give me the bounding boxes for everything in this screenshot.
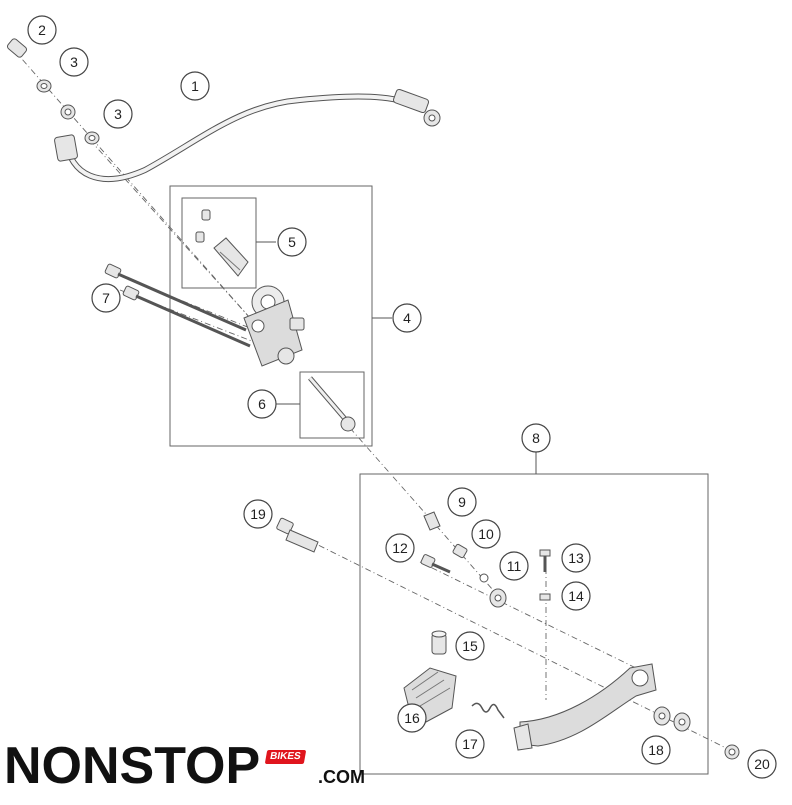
callout-10: 10 (471, 519, 501, 549)
callout-17: 17 (455, 729, 485, 759)
callout-number: 19 (250, 506, 266, 522)
callout-number: 9 (458, 494, 466, 510)
callout-number: 20 (754, 756, 770, 772)
callout-7: 7 (91, 283, 121, 313)
callout-18: 18 (641, 735, 671, 765)
callout-number: 1 (191, 78, 199, 94)
callout-number: 5 (288, 234, 296, 250)
callout-4: 4 (392, 303, 422, 333)
callout-circle (521, 423, 551, 453)
repair-kit-parts (195, 209, 249, 277)
callout-13: 13 (561, 543, 591, 573)
callout-number: 8 (532, 430, 540, 446)
callout-circle (561, 543, 591, 573)
banjo-bolt (6, 38, 28, 58)
group-box-6 (299, 371, 365, 439)
group-box-8 (359, 473, 709, 775)
bolt (420, 554, 451, 574)
callout-circle (561, 581, 591, 611)
return-spring (471, 702, 505, 719)
washer (479, 573, 489, 583)
sealing-washer (36, 79, 52, 93)
callout-number: 17 (462, 736, 478, 752)
callout-circle (455, 729, 485, 759)
callout-number: 11 (507, 558, 522, 574)
callout-circle (641, 735, 671, 765)
pivot-nut (724, 744, 740, 760)
callout-15: 15 (455, 631, 485, 661)
logo-badge: BIKES (264, 750, 306, 764)
callout-circle (277, 227, 307, 257)
stop-bolt (539, 549, 551, 572)
callout-number: 4 (403, 310, 411, 326)
callout-circle (27, 15, 57, 45)
callout-19: 19 (243, 499, 273, 529)
bearing (653, 706, 691, 732)
callout-number: 16 (404, 710, 420, 726)
callout-14: 14 (561, 581, 591, 611)
callout-3b: 3 (103, 99, 133, 129)
callout-6: 6 (247, 389, 277, 419)
callout-20: 20 (747, 749, 777, 779)
callout-circle (397, 703, 427, 733)
callout-circle (247, 389, 277, 419)
callout-number: 6 (258, 396, 266, 412)
callout-8: 8 (521, 423, 551, 453)
callout-circle (59, 47, 89, 77)
group-box-4 (169, 185, 373, 447)
bushing (489, 588, 507, 608)
callout-number: 3 (114, 106, 122, 122)
group-box-5 (181, 197, 257, 289)
callout-number: 12 (392, 540, 408, 556)
callout-circle (499, 551, 529, 581)
callout-circle (91, 283, 121, 313)
callout-number: 10 (478, 526, 494, 542)
logo-suffix: .COM (318, 767, 365, 787)
callout-circle (747, 749, 777, 779)
mounting-bolt (122, 285, 251, 348)
callout-3a: 3 (59, 47, 89, 77)
callout-circle (243, 499, 273, 529)
callout-circle (103, 99, 133, 129)
callout-number: 2 (38, 22, 46, 38)
callout-number: 18 (648, 742, 664, 758)
callout-circle (180, 71, 210, 101)
callout-2: 2 (27, 15, 57, 45)
callout-12: 12 (385, 533, 415, 563)
pivot-bolt (276, 517, 319, 553)
callout-number: 14 (568, 588, 584, 604)
callout-11: 11 (499, 551, 529, 581)
master-cylinder (243, 285, 305, 367)
sealing-washer (84, 131, 100, 145)
callout-circle (471, 519, 501, 549)
callout-circle (455, 631, 485, 661)
brake-hose (54, 88, 441, 182)
callout-1: 1 (180, 71, 210, 101)
callout-circle (385, 533, 415, 563)
callout-circle (392, 303, 422, 333)
lock-nut (539, 593, 551, 601)
callout-number: 15 (462, 638, 478, 654)
callout-number: 7 (102, 290, 110, 306)
callout-16: 16 (397, 703, 427, 733)
nut (452, 543, 468, 559)
mounting-bolt (104, 263, 247, 332)
callout-number: 3 (70, 54, 78, 70)
callout-5: 5 (277, 227, 307, 257)
push-rod (308, 376, 356, 432)
callout-circle (447, 487, 477, 517)
brake-pedal (513, 663, 657, 751)
callout-9: 9 (447, 487, 477, 517)
clevis-nut (423, 511, 441, 531)
sleeve (431, 630, 447, 655)
callout-number: 13 (568, 550, 584, 566)
logo-wordmark: NONSTOP (4, 737, 261, 795)
